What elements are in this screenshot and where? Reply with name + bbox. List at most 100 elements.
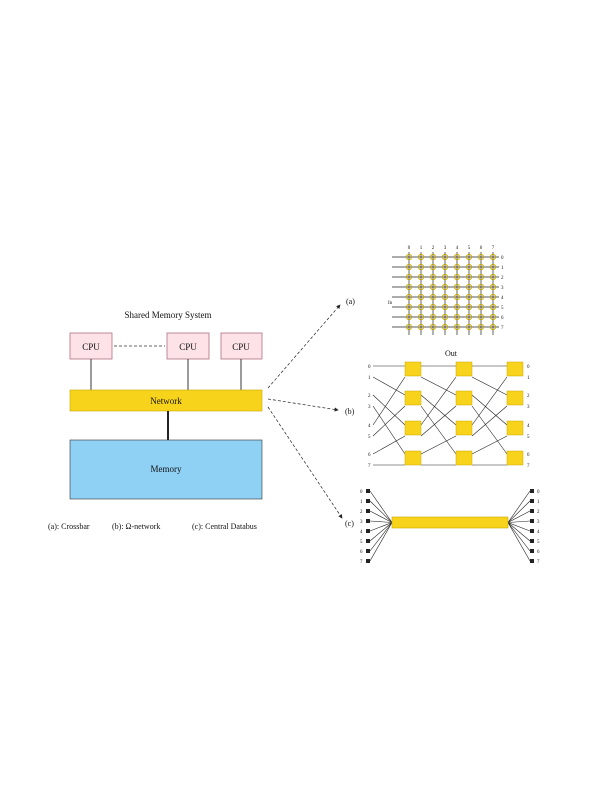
crossbar-node: [417, 303, 425, 311]
omega-wire: [372, 376, 406, 396]
databus-left-wire: [369, 520, 393, 523]
databus-left-port: [366, 539, 370, 543]
cpu-box-3: CPU: [220, 332, 263, 360]
databus-right-wire: [507, 500, 531, 523]
databus-right-wire: [507, 520, 531, 523]
databus-left-label: 4: [360, 530, 363, 535]
crossbar-node: [489, 253, 497, 261]
network-label: Network: [150, 396, 182, 406]
crossbar-node: [429, 313, 437, 321]
omega-switch: [455, 420, 473, 436]
omega-switch: [455, 361, 473, 377]
omega-out-label: 7: [527, 464, 530, 469]
omega-out-label: 6: [527, 453, 530, 458]
databus-right-label: 3: [537, 520, 540, 525]
databus-left-label: 2: [360, 510, 363, 515]
crossbar-node: [417, 323, 425, 331]
legend-databus: (c): Central Databus: [192, 522, 257, 531]
crossbar-node: [453, 253, 461, 261]
databus-left-label: 0: [360, 490, 363, 495]
crossbar-node: [441, 303, 449, 311]
databus-left-port: [366, 549, 370, 553]
databus-right-label: 6: [537, 550, 540, 555]
crossbar-node: [405, 283, 413, 291]
omega-wire: [420, 376, 457, 426]
databus-right-port: [530, 489, 534, 493]
omega-in-label: 0: [368, 365, 371, 370]
crossbar-node: [405, 263, 413, 271]
omega-switch: [506, 361, 524, 377]
databus-left-port: [366, 499, 370, 503]
crossbar-node: [453, 263, 461, 271]
omega-wire: [420, 405, 457, 455]
omega-switch: [404, 361, 422, 377]
databus-left-port: [366, 559, 370, 563]
crossbar-in-label: In: [388, 301, 393, 306]
crossbar-node: [453, 303, 461, 311]
omega-wire: [471, 376, 508, 426]
databus-right-wire: [507, 522, 531, 562]
crossbar-row-label: 3: [501, 286, 504, 291]
databus-left-port: [366, 519, 370, 523]
databus-right-wire: [507, 522, 531, 552]
omega-out-label: 1: [527, 376, 530, 381]
databus-right-label: 5: [537, 540, 540, 545]
databus-right-wire: [507, 490, 531, 523]
arrow-to-databus: [267, 406, 343, 519]
omega-out-label: 3: [527, 405, 530, 410]
omega-switch: [506, 420, 524, 436]
crossbar-node: [441, 253, 449, 261]
databus-left-label: 6: [360, 550, 363, 555]
databus-left-label: 7: [360, 560, 363, 565]
crossbar-node: [453, 273, 461, 281]
databus-right-port: [530, 549, 534, 553]
omega-switch: [455, 390, 473, 406]
crossbar-node: [441, 313, 449, 321]
omega-wire: [372, 376, 406, 426]
databus-right-port: [530, 539, 534, 543]
legend-crossbar: (a): Crossbar: [48, 522, 90, 531]
omega-in-label: 2: [368, 394, 371, 399]
omega-wire: [372, 394, 406, 426]
omega-wire: [372, 405, 406, 455]
omega-wire: [420, 376, 457, 396]
diagram-title: Shared Memory System: [125, 310, 212, 320]
crossbar-node: [417, 283, 425, 291]
legend-omega: (b): Ω-network: [112, 522, 160, 531]
crossbar-node: [465, 293, 473, 301]
omega-in-label: 7: [368, 464, 371, 469]
crossbar-node: [453, 313, 461, 321]
omega-wire: [420, 394, 457, 426]
crossbar-node: [477, 293, 485, 301]
databus-right-port: [530, 519, 534, 523]
databus-left-wire: [369, 522, 393, 552]
omega-switch: [455, 450, 473, 466]
crossbar-row-label: 4: [501, 296, 504, 301]
omega-switch: [404, 390, 422, 406]
crossbar-node: [453, 283, 461, 291]
databus-right-label: 2: [537, 510, 540, 515]
databus-right-port: [530, 529, 534, 533]
cpu-box-1: CPU: [69, 332, 113, 360]
cpu-label-3: CPU: [232, 342, 250, 352]
omega-wire: [471, 435, 508, 455]
cpu-label-2: CPU: [179, 342, 197, 352]
omega-out-label: 4: [527, 424, 530, 429]
databus-left-wire: [369, 522, 393, 562]
crossbar-node: [489, 303, 497, 311]
databus-left-port: [366, 509, 370, 513]
crossbar-out-label: Out: [445, 349, 458, 358]
crossbar-node: [453, 323, 461, 331]
crossbar-col-label: 3: [444, 246, 447, 251]
crossbar-node: [429, 293, 437, 301]
crossbar-node: [477, 253, 485, 261]
omega-out-label: 5: [527, 435, 530, 440]
cpu-box-2: CPU: [166, 332, 210, 360]
crossbar-node: [417, 253, 425, 261]
crossbar-node: [405, 303, 413, 311]
crossbar-col-label: 6: [480, 246, 483, 251]
crossbar-node: [453, 293, 461, 301]
omega-switch: [404, 420, 422, 436]
crossbar-row-label: 7: [501, 326, 504, 331]
databus-right-label: 0: [537, 490, 540, 495]
